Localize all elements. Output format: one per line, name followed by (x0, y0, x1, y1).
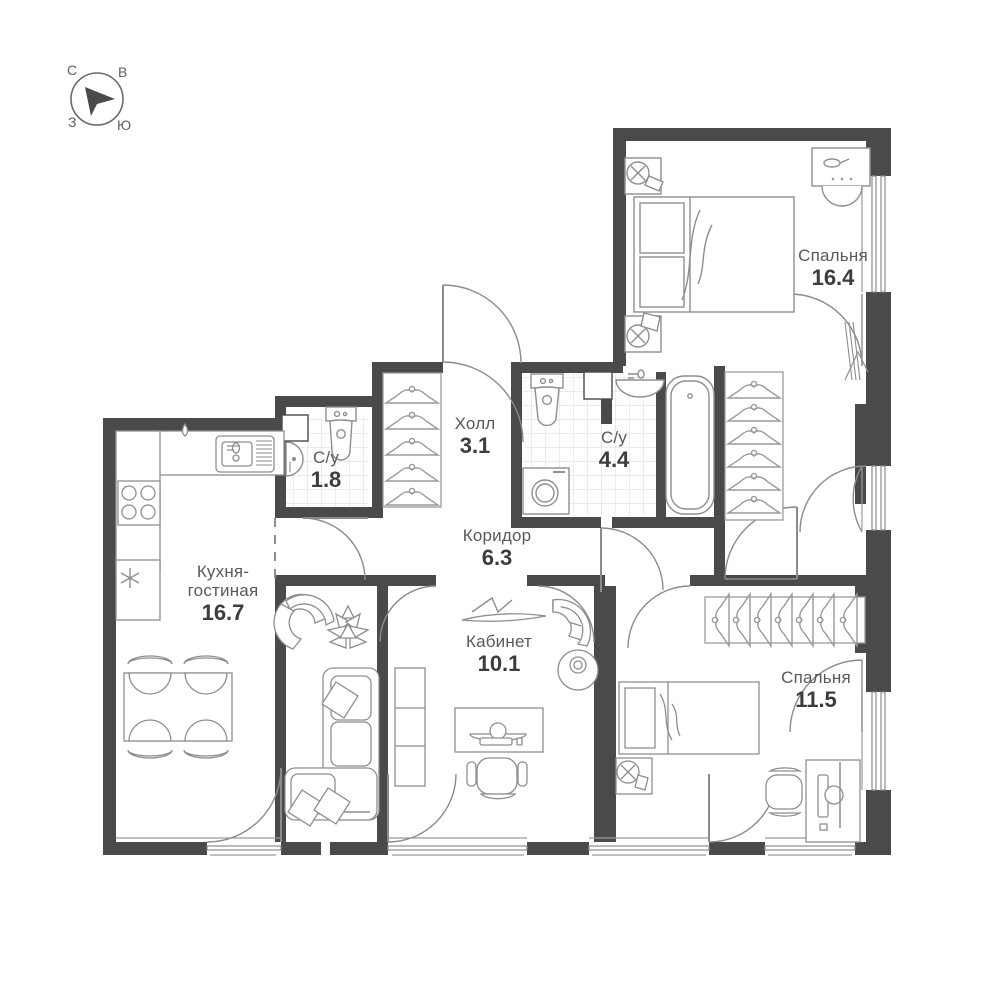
wc-small-fixtures (281, 406, 357, 477)
bedroom-main-furniture (624, 147, 871, 381)
wardrobe-bathroom-side (724, 371, 784, 521)
compass-rose-graphic (70, 72, 124, 126)
compass-south-label: Ю (117, 117, 132, 133)
bedroom-small-furniture (615, 681, 861, 843)
windows (206, 175, 891, 855)
living-furniture (273, 593, 426, 827)
door-leaves (280, 285, 798, 842)
wardrobe-hall (382, 372, 442, 508)
exterior-walls (103, 128, 891, 855)
compass-north-label: С (67, 62, 78, 78)
wardrobe-bedroom-small (704, 593, 866, 647)
study-furniture (454, 596, 599, 800)
compass-west-label: З (68, 114, 77, 130)
bathroom-fixtures (522, 369, 715, 515)
kitchen-furniture (115, 422, 285, 759)
compass-east-label: В (118, 64, 128, 80)
